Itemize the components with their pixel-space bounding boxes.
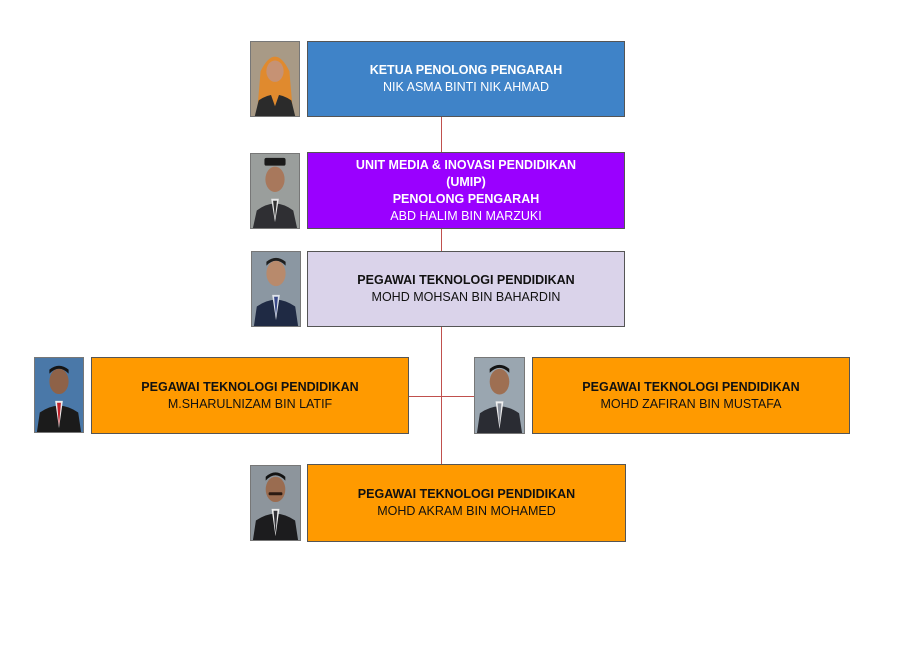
node-person-name: M.SHARULNIZAM BIN LATIF — [167, 396, 333, 411]
node-title: PEGAWAI TEKNOLOGI PENDIDIKAN — [357, 273, 575, 287]
node-umip-penolong-pengarah: UNIT MEDIA & INOVASI PENDIDIKAN (UMIP) P… — [307, 152, 625, 229]
node-title: PEGAWAI TEKNOLOGI PENDIDIKAN — [582, 379, 800, 394]
connector-branch-left — [408, 396, 442, 397]
node-title: PEGAWAI TEKNOLOGI PENDIDIKAN — [141, 379, 359, 394]
node-title: KETUA PENOLONG PENGARAH — [369, 63, 563, 77]
portrait-mohd-akram — [250, 465, 301, 541]
node-mohd-akram: PEGAWAI TEKNOLOGI PENDIDIKAN MOHD AKRAM … — [307, 464, 626, 542]
node-person-name: NIK ASMA BINTI NIK AHMAD — [382, 80, 549, 94]
node-unit-abbreviation: (UMIP) — [446, 174, 486, 189]
portrait-penolong-pengarah-umip — [250, 153, 300, 229]
node-person-name: MOHD MOHSAN BIN BAHARDIN — [371, 290, 561, 304]
node-person-name: MOHD ZAFIRAN BIN MUSTAFA — [600, 396, 782, 411]
node-title: PENOLONG PENGARAH — [392, 191, 540, 206]
node-person-name: ABD HALIM BIN MARZUKI — [390, 208, 542, 223]
node-mohd-mohsan: PEGAWAI TEKNOLOGI PENDIDIKAN MOHD MOHSAN… — [307, 251, 625, 327]
node-person-name: MOHD AKRAM BIN MOHAMED — [377, 504, 556, 518]
portrait-ketua-penolong-pengarah — [250, 41, 300, 117]
connector-branch-right — [441, 396, 475, 397]
node-sharulnizam: PEGAWAI TEKNOLOGI PENDIDIKAN M.SHARULNIZ… — [91, 357, 409, 434]
portrait-mohd-mohsan — [251, 251, 301, 327]
node-title: PEGAWAI TEKNOLOGI PENDIDIKAN — [357, 487, 576, 501]
node-mohd-zafiran: PEGAWAI TEKNOLOGI PENDIDIKAN MOHD ZAFIRA… — [532, 357, 850, 434]
portrait-sharulnizam — [34, 357, 84, 433]
node-ketua-penolong-pengarah: KETUA PENOLONG PENGARAH NIK ASMA BINTI N… — [307, 41, 625, 117]
portrait-mohd-zafiran — [474, 357, 525, 434]
node-unit-title: UNIT MEDIA & INOVASI PENDIDIKAN — [355, 157, 577, 172]
